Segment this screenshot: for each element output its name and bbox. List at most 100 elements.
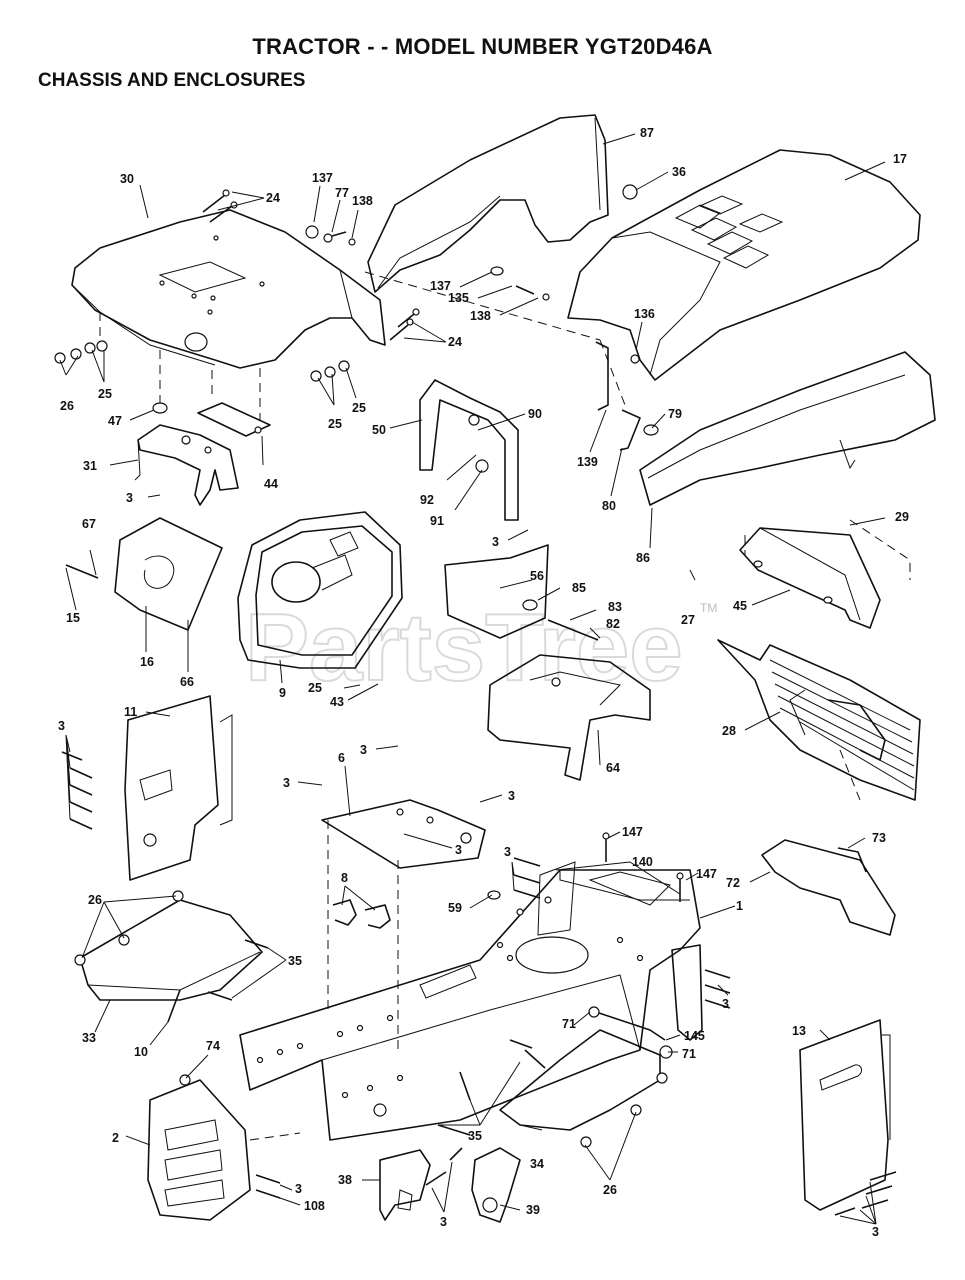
callout-138: 138	[470, 309, 491, 323]
callout-86: 86	[636, 551, 650, 565]
callout-50: 50	[372, 423, 386, 437]
part-45-grille[interactable]	[739, 527, 881, 629]
callout-3: 3	[283, 776, 290, 790]
callout-64: 64	[606, 761, 620, 775]
callout-3: 3	[492, 535, 499, 549]
callout-80: 80	[602, 499, 616, 513]
part-34-floor-plate[interactable]	[499, 1029, 668, 1148]
part-6-cover-plate[interactable]	[321, 799, 486, 869]
callout-56: 56	[530, 569, 544, 583]
callout-13: 13	[792, 1024, 806, 1038]
callout-85: 85	[572, 581, 586, 595]
callout-66: 66	[180, 675, 194, 689]
callout-38: 38	[338, 1173, 352, 1187]
part-145-rod[interactable]	[588, 944, 731, 1059]
fender-hardware[interactable]	[54, 184, 638, 382]
callout-3: 3	[455, 843, 462, 857]
part-17-hood[interactable]	[567, 149, 921, 381]
callout-3: 3	[504, 845, 511, 859]
part-2-front-plate[interactable]	[147, 1074, 281, 1221]
callout-16: 16	[140, 655, 154, 669]
callout-34: 34	[530, 1157, 544, 1171]
callout-147: 147	[622, 825, 643, 839]
alignment-lines	[99, 271, 911, 1141]
callout-137: 137	[312, 171, 333, 185]
part-66-belt-cover[interactable]	[65, 517, 223, 631]
callout-25: 25	[308, 681, 322, 695]
callout-25: 25	[98, 387, 112, 401]
callout-3: 3	[58, 719, 65, 733]
callout-147: 147	[696, 867, 717, 881]
callout-10: 10	[134, 1045, 148, 1059]
part-33-floor-plate[interactable]	[74, 890, 269, 1023]
callout-labels: 87 36 17 30 24 137 77 138 137 135 138 13…	[58, 126, 909, 1239]
callout-44: 44	[264, 477, 278, 491]
callout-2: 2	[112, 1131, 119, 1145]
part-50-support-bracket[interactable]	[419, 341, 659, 521]
watermark: PartsTree TM	[244, 593, 717, 702]
callout-30: 30	[120, 172, 134, 186]
callout-28: 28	[722, 724, 736, 738]
callout-15: 15	[66, 611, 80, 625]
callout-11: 11	[124, 705, 137, 719]
callout-35: 35	[288, 954, 302, 968]
part-87-dash-cover[interactable]	[367, 114, 609, 293]
part-56-plate[interactable]	[444, 544, 599, 641]
part-38-bracket[interactable]	[379, 1149, 431, 1221]
callout-71: 71	[562, 1017, 576, 1031]
callout-35: 35	[468, 1129, 482, 1143]
callout-136: 136	[634, 307, 655, 321]
callout-82: 82	[606, 617, 620, 631]
part-8-clips[interactable]	[332, 899, 391, 929]
callout-138: 138	[352, 194, 373, 208]
callout-6: 6	[338, 751, 345, 765]
callout-77: 77	[335, 186, 349, 200]
callout-3: 3	[872, 1225, 879, 1239]
section-title: CHASSIS AND ENCLOSURES	[38, 70, 306, 91]
callout-145: 145	[684, 1029, 705, 1043]
part-86-front-bar[interactable]	[639, 351, 936, 506]
part-31-seat-bracket[interactable]	[134, 402, 271, 506]
part-64-bracket[interactable]	[487, 654, 651, 781]
part-28-grille-frame[interactable]	[717, 639, 921, 801]
part-9-dash-panel[interactable]	[237, 511, 403, 669]
callout-72: 72	[726, 876, 740, 890]
part-1-chassis-frame[interactable]	[239, 832, 701, 1141]
callout-83: 83	[608, 600, 622, 614]
callout-67: 67	[82, 517, 96, 531]
callout-24: 24	[266, 191, 280, 205]
callout-91: 91	[430, 514, 444, 528]
callout-3: 3	[440, 1215, 447, 1229]
callout-25: 25	[352, 401, 366, 415]
callout-24: 24	[448, 335, 462, 349]
part-13-side-panel[interactable]	[799, 1019, 897, 1216]
callout-3: 3	[508, 789, 515, 803]
watermark-text: PartsTree	[245, 594, 683, 701]
callout-26: 26	[60, 399, 74, 413]
part-30-fender[interactable]	[71, 209, 386, 369]
callout-135: 135	[448, 291, 469, 305]
callout-43: 43	[330, 695, 344, 709]
part-72-front-bracket[interactable]	[761, 839, 896, 936]
callout-26: 26	[88, 893, 102, 907]
callout-74: 74	[206, 1039, 220, 1053]
callout-8: 8	[341, 871, 348, 885]
callout-92: 92	[420, 493, 434, 507]
callout-47: 47	[108, 414, 122, 428]
callout-36: 36	[672, 165, 686, 179]
callout-26: 26	[603, 1183, 617, 1197]
part-11-side-panel[interactable]	[61, 695, 233, 881]
callout-39: 39	[526, 1203, 540, 1217]
lower-hardware[interactable]	[425, 1039, 546, 1186]
part-39-bracket[interactable]	[471, 1147, 521, 1223]
callout-3: 3	[295, 1182, 302, 1196]
callout-3: 3	[360, 743, 367, 757]
callout-140: 140	[632, 855, 653, 869]
callout-73: 73	[872, 831, 886, 845]
diagram-title: TRACTOR - - MODEL NUMBER YGT20D46A	[252, 34, 713, 59]
callout-17: 17	[893, 152, 907, 166]
callout-3: 3	[722, 997, 729, 1011]
watermark-tm: TM	[700, 601, 717, 615]
callout-108: 108	[304, 1199, 325, 1213]
